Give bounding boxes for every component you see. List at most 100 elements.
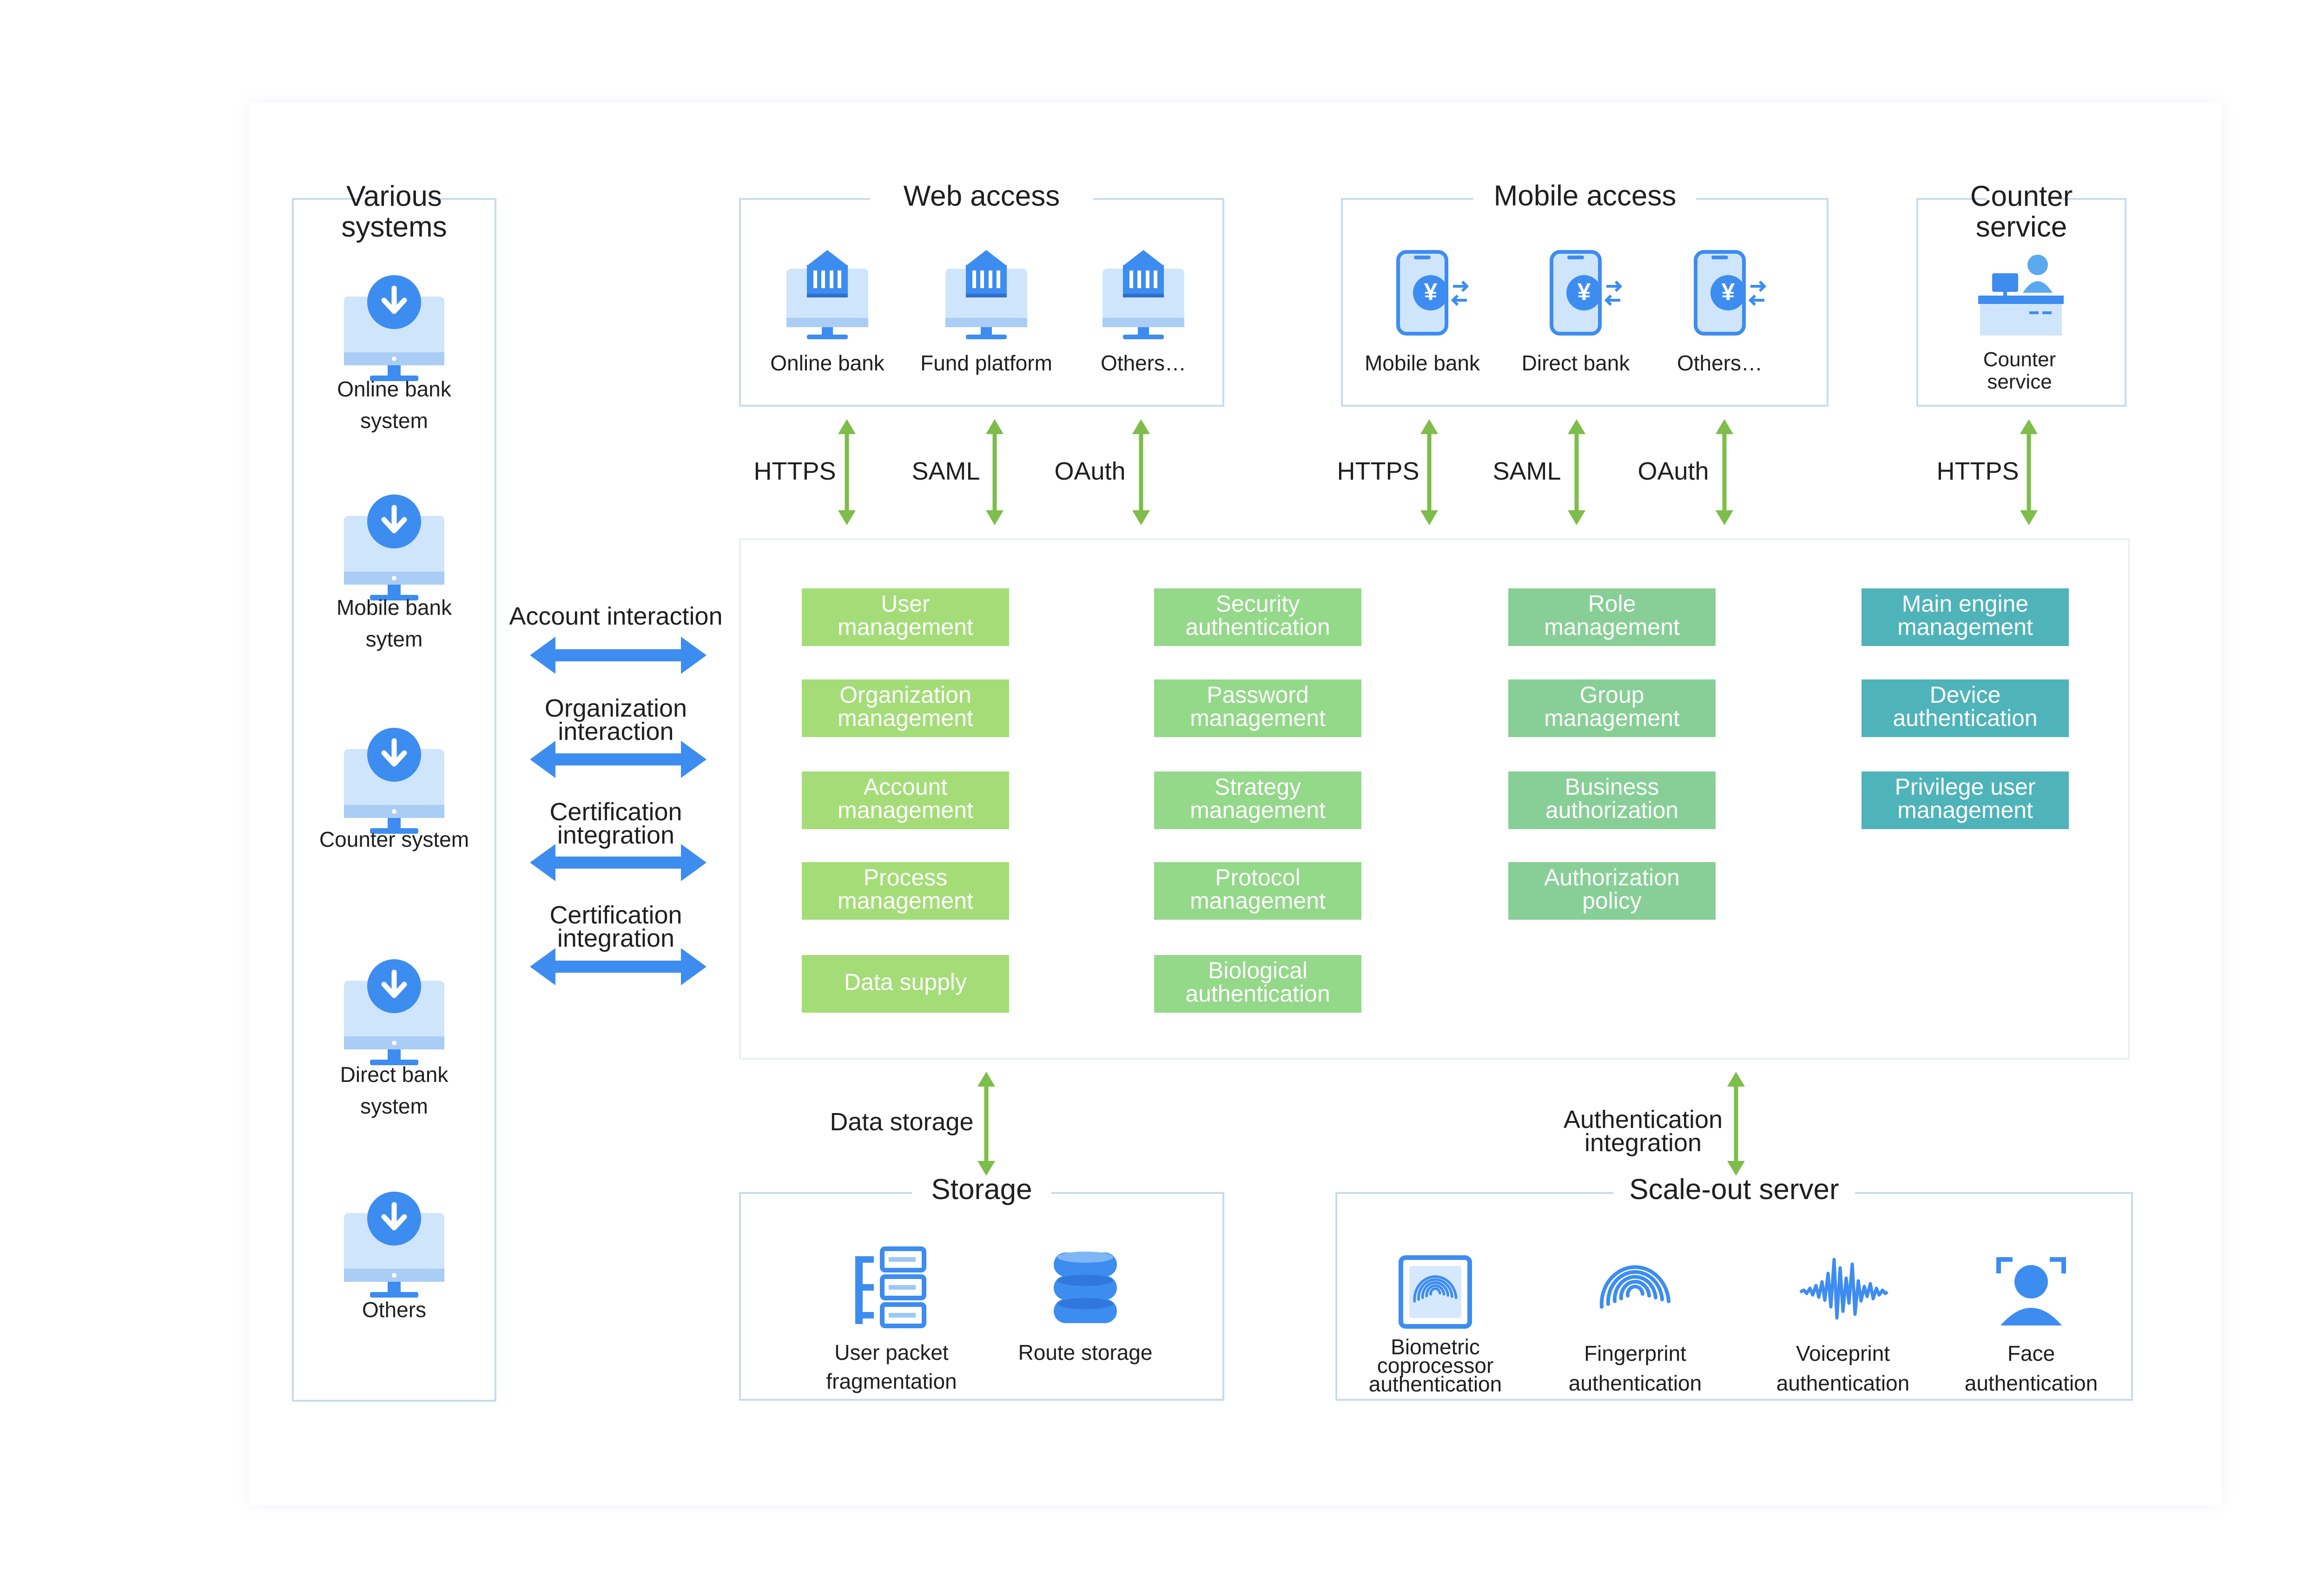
interaction-label-line: interaction (558, 718, 673, 745)
module-box-label-line: Password (1207, 682, 1309, 708)
data-storage-label-line: Data storage (830, 1108, 973, 1136)
module-box-bg (1154, 679, 1361, 737)
storage-frame-border (739, 1192, 1224, 1401)
bank-roof (966, 250, 1007, 266)
module-box-label-line: Group (1580, 682, 1644, 708)
stand-neck (981, 327, 992, 336)
protocol-arrow-head-top (1568, 419, 1585, 434)
system-label: Others (362, 1298, 426, 1322)
stand-base (370, 595, 418, 600)
module-box-label-line: authorization (1545, 797, 1678, 823)
storage-title-line: Storage (931, 1173, 1032, 1206)
database-icon (1054, 1252, 1117, 1323)
module-box-label-line: policy (1582, 888, 1642, 914)
bezel (786, 318, 868, 327)
protocol-label-line: SAML (911, 457, 980, 485)
fingerprint-ridge (1413, 1275, 1458, 1303)
screen (344, 516, 444, 585)
protocol-arrow (2020, 419, 2038, 525)
bank-body (966, 265, 1007, 294)
protocol-label: SAML (911, 457, 980, 485)
system-label-line: Direct bank (340, 1062, 449, 1087)
download-arrow (381, 969, 407, 998)
protocol-label: HTTPS (1936, 457, 2019, 485)
download-arrow (381, 285, 407, 314)
protocol-label: HTTPS (753, 457, 836, 485)
counter-monitor-stand (2003, 292, 2007, 297)
protocol-label-line: OAuth (1054, 457, 1125, 485)
storage-item-line: User packet (834, 1340, 949, 1364)
various-systems-frame-border (292, 198, 496, 1402)
protocol-arrow-head-bottom (2020, 510, 2038, 525)
scaleout-item-line: Voiceprint (1796, 1341, 1890, 1365)
system-label-line: sytem (366, 627, 423, 651)
module-box-bg (1154, 771, 1361, 829)
download-arrow (381, 738, 407, 767)
scaleout-frame (1335, 1192, 2133, 1401)
mobile-phone-icon: ¥ (1694, 250, 1767, 336)
system-monitor-icon (344, 1192, 444, 1298)
module-box-label-line: Security (1216, 591, 1300, 617)
module-box-bg (1154, 955, 1361, 1013)
module-box-label-line: authentication (1893, 705, 2037, 731)
authentication-integration-label-line: Authentication (1564, 1106, 1723, 1134)
protocol-label-line: SAML (1492, 457, 1561, 485)
power-dot (392, 576, 396, 580)
module-box-label-line: Data supply (844, 969, 967, 995)
stand-neck (388, 818, 401, 829)
face-shoulders (2000, 1308, 2062, 1325)
download-arrow (381, 505, 407, 534)
disk-top (1057, 1252, 1113, 1263)
voiceprint-icon (1799, 1258, 1888, 1320)
counter-service-frame-title-line: Counter (1970, 180, 2073, 212)
protocol-arrow-head-top (1716, 419, 1733, 434)
tree-branch (855, 1284, 874, 1291)
module-box-label-line: management (1190, 705, 1326, 731)
data-storage-arrow-head-bottom (977, 1161, 995, 1176)
bank-column (1129, 270, 1133, 288)
mobile-phone-icon: ¥ (1550, 250, 1623, 336)
stand-base (966, 335, 1007, 339)
bank-column (980, 270, 984, 288)
bank-base (966, 294, 1007, 297)
disk-top (1057, 1298, 1113, 1309)
bank-column (813, 270, 817, 288)
bank-column (1146, 270, 1149, 288)
data-storage-label: Data storage (830, 1108, 973, 1136)
stand-neck (388, 365, 401, 376)
interaction-label-line: integration (557, 821, 674, 849)
transfer-arrow-right (1453, 280, 1469, 292)
stand-base (1123, 335, 1164, 339)
module-box-label-line: User (881, 591, 930, 617)
person-body (2023, 281, 2053, 293)
stand-neck (388, 1049, 401, 1061)
screen (344, 981, 444, 1049)
stand-base (370, 376, 418, 381)
storage-item-line: Route storage (1018, 1340, 1153, 1364)
yuan-circle (1710, 275, 1746, 310)
fingerprint-ridge (1599, 1265, 1670, 1309)
protocol-arrow (1716, 419, 1733, 525)
fingerprint-ridge (1606, 1270, 1664, 1306)
stand-neck (388, 585, 401, 596)
transfer-arrow-right (1606, 280, 1623, 292)
counter-slot (2042, 311, 2052, 314)
